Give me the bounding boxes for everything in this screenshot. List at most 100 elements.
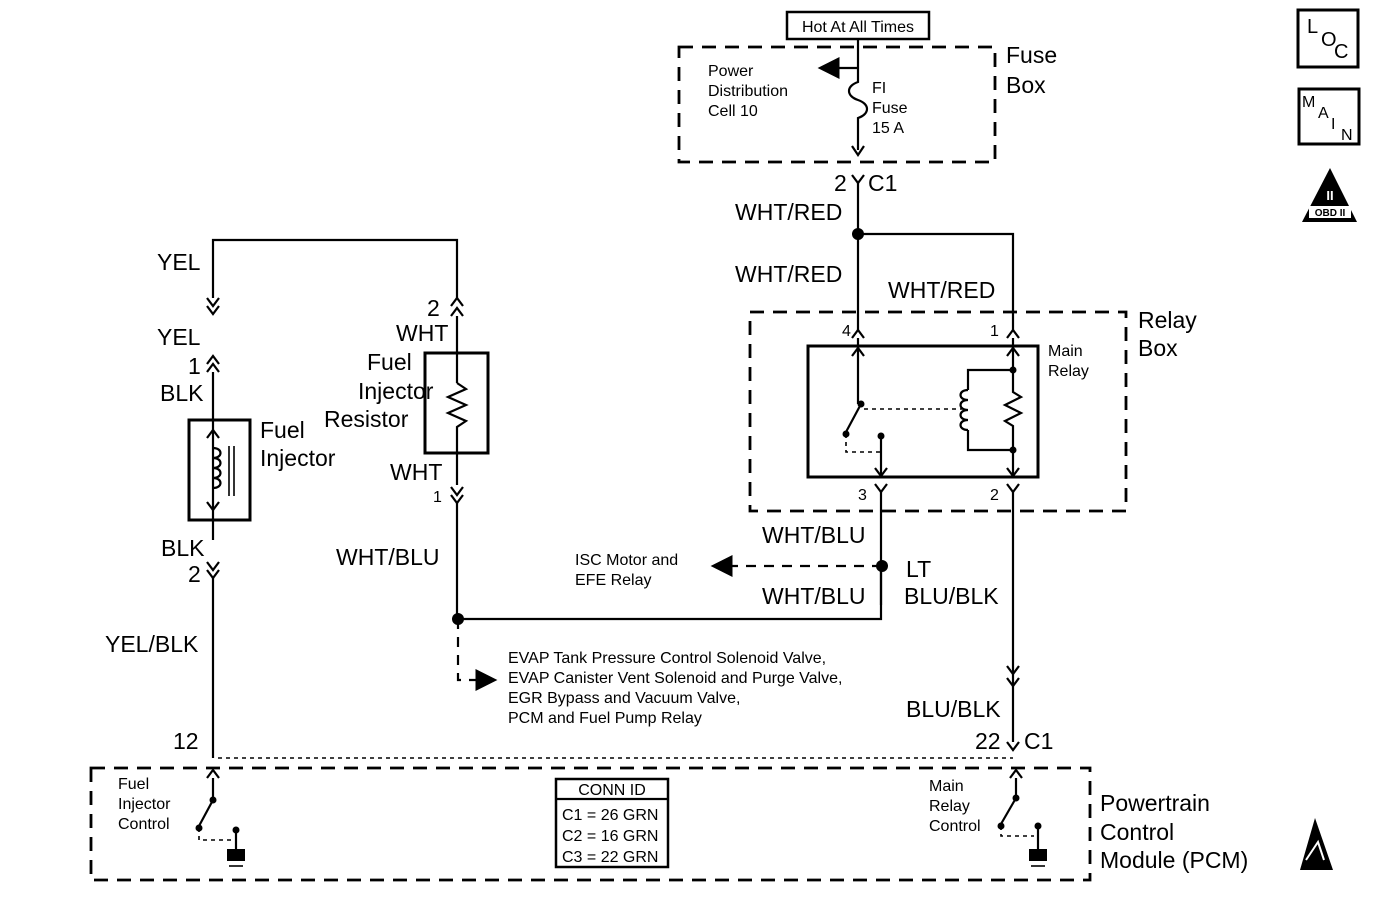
svg-text:O: O — [1321, 29, 1337, 51]
injector-coil — [212, 446, 222, 490]
injector-control-ground-icon — [227, 849, 245, 861]
relay-pin-1: 1 — [990, 323, 999, 340]
relay-control-switch — [1000, 797, 1017, 825]
pd-label-line3: Cell 10 — [708, 103, 758, 120]
wire-label-lt: LT — [906, 556, 931, 582]
pcm-title-line3: Module (PCM) — [1100, 847, 1248, 873]
conn-id-table: CONN ID C1 = 26 GRN C2 = 16 GRN C3 = 22 … — [554, 777, 670, 869]
fuse-box-title-line2: Box — [1006, 72, 1046, 98]
wire-yel-loop — [211, 238, 459, 298]
conn-id-row: C3 = 22 GRN — [562, 849, 658, 866]
fuse-label-line2: Fuse — [872, 100, 908, 117]
inj-ctrl-label-line3: Control — [118, 816, 170, 833]
relay-ctrl-label-line3: Control — [929, 818, 981, 835]
wire-label-blu-blk-1: BLU/BLK — [904, 583, 999, 609]
wire-label-yel-blk: YEL/BLK — [105, 631, 199, 657]
wire-label-blk-2: BLK — [161, 535, 205, 561]
pcm: Powertrain Control Module (PCM) Fuel Inj… — [89, 766, 1248, 882]
relay-coil — [959, 388, 969, 432]
injector-pin-bottom: 2 — [188, 561, 201, 587]
injector-pin-top: 1 — [188, 353, 201, 379]
injector-label-line2: Injector — [260, 445, 336, 471]
load-isc-line1: ISC Motor and — [575, 552, 678, 569]
wire-label-wht-blu-2: WHT/BLU — [762, 583, 866, 609]
main-relay-label-line1: Main — [1048, 343, 1083, 360]
relay-switch-contact — [845, 403, 862, 433]
fuse-box-title-line1: Fuse — [1006, 42, 1057, 68]
pcm-pin-12: 12 — [173, 728, 199, 754]
relay-pin-2: 2 — [990, 487, 999, 504]
relay-box-title-line2: Box — [1138, 335, 1178, 361]
obd-ii-icon: II OBD II — [1302, 168, 1357, 222]
relay-pin-3: 3 — [858, 487, 867, 504]
fuse-label-line1: FI — [872, 80, 886, 97]
power-label-box: Hot At All Times — [785, 10, 931, 41]
relay-control-ground-icon — [1029, 849, 1047, 861]
relay-box-title-line1: Relay — [1138, 307, 1197, 333]
wire-label-blk-1: BLK — [160, 380, 204, 406]
wire-label-yel-2: YEL — [157, 324, 201, 350]
wire-label-wht-red-2: WHT/RED — [735, 261, 842, 287]
power-label: Hot At All Times — [802, 19, 914, 36]
svg-text:N: N — [1341, 127, 1353, 144]
fuel-injector — [187, 418, 252, 522]
loc-badge-icon: L O C — [1296, 8, 1360, 69]
inj-ctrl-label-line2: Injector — [118, 796, 171, 813]
wire-wht-red-branch — [858, 232, 1015, 330]
main-relay-label-line2: Relay — [1048, 363, 1089, 380]
c1-fuse-name: C1 — [868, 170, 897, 196]
load-evap-line4: PCM and Fuel Pump Relay — [508, 710, 702, 727]
svg-text:A: A — [1318, 105, 1329, 122]
load-evap-line1: EVAP Tank Pressure Control Solenoid Valv… — [508, 650, 826, 667]
svg-text:M: M — [1302, 94, 1315, 111]
fuse-label-line3: 15 A — [872, 120, 904, 137]
pcm-title-line2: Control — [1100, 819, 1174, 845]
pcm-c1: C1 — [1024, 728, 1053, 754]
load-isc-line2: EFE Relay — [575, 572, 651, 589]
wire-label-yel-1: YEL — [157, 249, 201, 275]
relay-ctrl-label-line2: Relay — [929, 798, 970, 815]
relay-box: Relay Box 4 1 Main Relay 3 — [748, 307, 1197, 513]
main-relay — [806, 344, 1040, 479]
conn-id-header: CONN ID — [578, 782, 646, 799]
relay-ctrl-label-line1: Main — [929, 778, 964, 795]
wire-label-wht-2: WHT — [390, 459, 442, 485]
svg-text:II: II — [1326, 188, 1333, 203]
pd-label-line2: Distribution — [708, 83, 788, 100]
relay-coil-resistor — [1002, 370, 1024, 476]
svg-text:OBD II: OBD II — [1315, 208, 1346, 219]
wire-label-blu-blk-2: BLU/BLK — [906, 696, 1001, 722]
relay-pin-4: 4 — [842, 323, 851, 340]
load-evap-line3: EGR Bypass and Vacuum Valve, — [508, 690, 740, 707]
pcm-pin-22: 22 — [975, 728, 1001, 754]
wire-label-wht-1: WHT — [396, 320, 448, 346]
injector-label-line1: Fuel — [260, 417, 305, 443]
resistor-pin-bottom: 1 — [433, 489, 442, 506]
conn-id-row: C1 = 26 GRN — [562, 807, 658, 824]
wire-label-wht-blu-1: WHT/BLU — [762, 522, 866, 548]
wire-label-wht-blu-3: WHT/BLU — [336, 544, 440, 570]
inj-ctrl-label-line1: Fuel — [118, 776, 149, 793]
load-evap-line2: EVAP Canister Vent Solenoid and Purge Va… — [508, 670, 842, 687]
pcm-title-line1: Powertrain — [1100, 790, 1210, 816]
connector-c1-fuse — [851, 174, 865, 185]
svg-text:I: I — [1331, 116, 1335, 133]
wire-label-wht-red-3: WHT/RED — [888, 277, 995, 303]
fuse-symbol — [847, 72, 869, 150]
esd-warning-icon — [1300, 818, 1333, 870]
conn-id-row: C2 = 16 GRN — [562, 828, 658, 845]
wire-label-wht-red-1: WHT/RED — [735, 199, 842, 225]
resistor-label-line3: Resistor — [324, 406, 409, 432]
resistor-pin-top: 2 — [427, 295, 440, 321]
c1-fuse-pin: 2 — [834, 170, 847, 196]
resistor-label-line2: Injector — [358, 378, 434, 404]
resistor-symbol — [445, 382, 469, 485]
svg-text:L: L — [1307, 16, 1318, 38]
main-badge-icon: M A I N — [1297, 87, 1361, 146]
injector-control-switch — [198, 799, 214, 827]
pd-label-line1: Power — [708, 63, 754, 80]
svg-text:C: C — [1334, 41, 1348, 63]
fuse-box: Fuse Box Power Distribution Cell 10 FI F… — [677, 39, 1057, 164]
